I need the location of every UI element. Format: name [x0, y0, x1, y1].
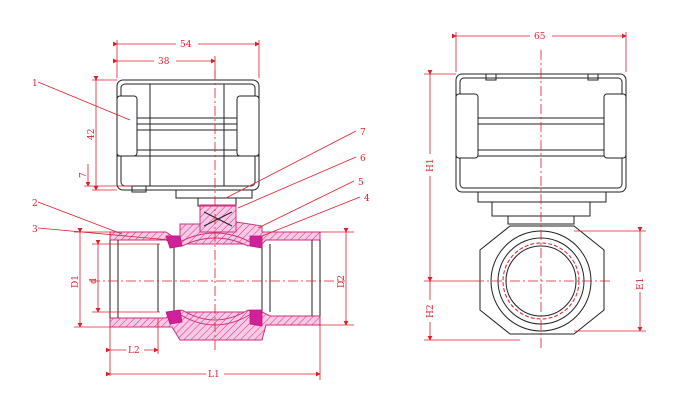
- dim-H2: H2: [424, 277, 520, 341]
- callout-6: 6: [360, 154, 366, 164]
- side-view: 65 H1 H2 E1: [424, 30, 646, 348]
- stem-bracket: [175, 189, 253, 207]
- callout-4: 4: [364, 194, 370, 204]
- dim-side-width: 65: [452, 30, 627, 72]
- dim-d: d: [89, 240, 160, 313]
- callout-7: 7: [360, 128, 366, 138]
- side-port: [479, 225, 605, 335]
- callout-3: 3: [32, 225, 38, 235]
- callouts: 1 2 3 4 5 6 7: [32, 79, 370, 241]
- dim-54-label: 54: [180, 40, 192, 50]
- callout-2: 2: [32, 199, 38, 209]
- dim-E1: E1: [574, 227, 646, 332]
- dim-7-label: 7: [79, 172, 89, 178]
- side-bracket: [477, 191, 607, 225]
- dim-L1: L1: [106, 325, 321, 380]
- label-L2: L2: [128, 346, 140, 356]
- label-L1: L1: [208, 370, 220, 380]
- callout-1: 1: [32, 79, 38, 89]
- dim-width-partial: 38: [113, 55, 216, 78]
- dim-height-small: 7: [79, 164, 132, 187]
- label-E1: E1: [636, 278, 646, 290]
- label-D1: D1: [71, 275, 81, 288]
- dim-42-label: 42: [87, 129, 97, 140]
- dim-65-label: 65: [534, 32, 546, 42]
- callout-5: 5: [358, 178, 364, 188]
- front-view: 54 38 42 7 D1: [32, 38, 370, 380]
- dim-38-label: 38: [158, 57, 170, 67]
- actuator-housing: [116, 79, 260, 193]
- label-d: d: [89, 278, 99, 284]
- label-H1: H1: [426, 158, 436, 172]
- dim-L2: L2: [106, 318, 159, 376]
- label-D2: D2: [337, 275, 347, 288]
- dim-D2: D2: [320, 228, 354, 326]
- dim-height-actuator: 42: [87, 76, 117, 191]
- dim-width-overall: 54: [113, 38, 260, 78]
- label-H2: H2: [426, 304, 436, 318]
